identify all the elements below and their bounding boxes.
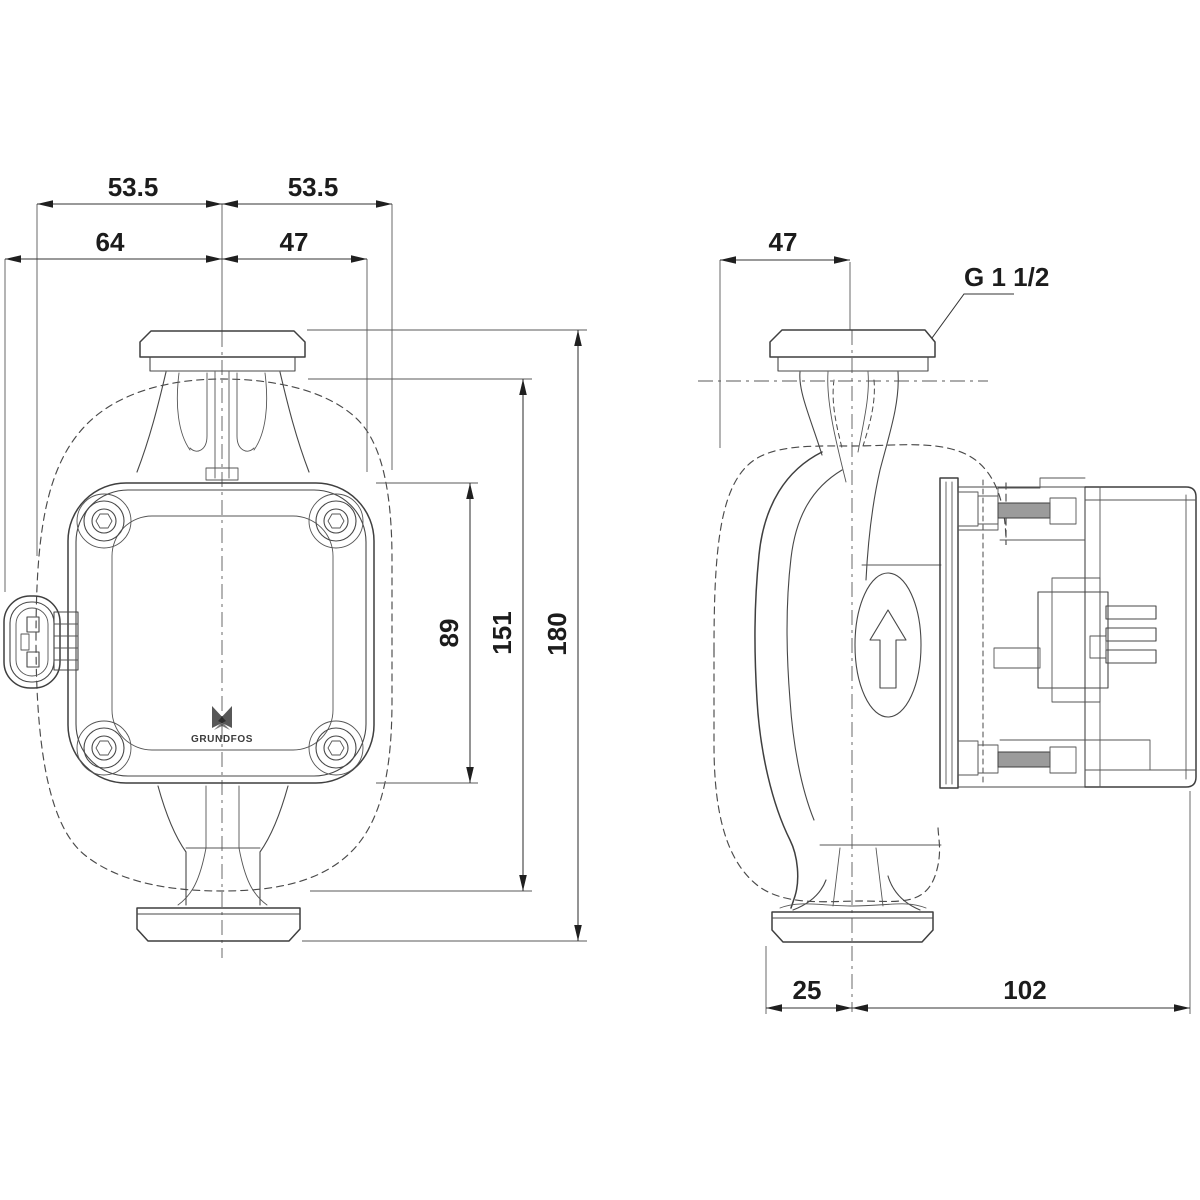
side-control-box <box>1084 486 1197 788</box>
front-screw-boss-top-right <box>308 493 364 549</box>
dim-text-47-side: 47 <box>769 227 798 257</box>
front-dimensions: 53.5 53.5 64 47 89 <box>4 172 587 942</box>
dim-text-102: 102 <box>1003 975 1046 1005</box>
dim-text-151: 151 <box>487 611 517 654</box>
dimension-front-64-47: 64 47 <box>5 227 367 263</box>
front-top-port-flange <box>139 330 306 372</box>
front-pump-body: GRUNDFOS <box>67 482 375 784</box>
dimension-side-47: 47 <box>720 227 850 264</box>
port-thread-text: G 1 1/2 <box>964 262 1049 292</box>
dim-text-89: 89 <box>434 619 464 648</box>
front-bottom-neck <box>157 785 289 906</box>
grundfos-logo: GRUNDFOS <box>191 706 253 745</box>
front-screw-boss-top-left <box>76 493 132 549</box>
dim-text-half-right: 53.5 <box>288 172 339 202</box>
grundfos-logo-text: GRUNDFOS <box>191 734 253 745</box>
front-view: GRUNDFOS <box>3 172 587 958</box>
dim-text-47-front: 47 <box>280 227 309 257</box>
side-bottom-port-flange <box>771 911 934 943</box>
side-pump-housing <box>754 451 942 909</box>
front-screw-boss-bottom-right <box>308 720 364 776</box>
dim-text-25: 25 <box>793 975 822 1005</box>
motor-bolt-top <box>957 491 1077 527</box>
side-motor <box>939 477 1157 789</box>
dimension-front-180: 180 <box>542 330 582 941</box>
grundfos-butterfly-icon <box>212 706 232 730</box>
front-bottom-port-flange <box>136 907 301 942</box>
side-view: G 1 1/2 47 25 102 <box>698 227 1197 1014</box>
motor-bolt-bottom <box>957 740 1077 776</box>
dim-text-64: 64 <box>96 227 125 257</box>
dim-text-half-left: 53.5 <box>108 172 159 202</box>
dimension-side-25-102: 25 102 <box>766 975 1190 1012</box>
dimension-front-151: 151 <box>487 379 527 891</box>
front-connector-bracket <box>53 611 79 671</box>
side-top-port-flange <box>769 329 936 372</box>
dimension-front-89: 89 <box>434 483 474 783</box>
front-insulation-outline <box>35 378 393 892</box>
motor-terminal-connector <box>993 577 1157 703</box>
port-thread-label: G 1 1/2 <box>931 262 1049 339</box>
side-bottom-neck <box>779 847 927 911</box>
dimension-front-half-widths: 53.5 53.5 <box>37 172 392 208</box>
side-dimensions: 47 25 102 <box>719 227 1191 1014</box>
flow-direction-badge <box>854 572 922 718</box>
side-top-neck <box>799 371 899 581</box>
side-insulation-outline <box>698 380 1007 903</box>
front-electrical-connector <box>3 595 79 689</box>
flow-up-arrow-icon <box>869 609 907 689</box>
front-screw-boss-bottom-left <box>76 720 132 776</box>
dim-text-180: 180 <box>542 612 572 655</box>
front-top-neck <box>136 371 310 481</box>
